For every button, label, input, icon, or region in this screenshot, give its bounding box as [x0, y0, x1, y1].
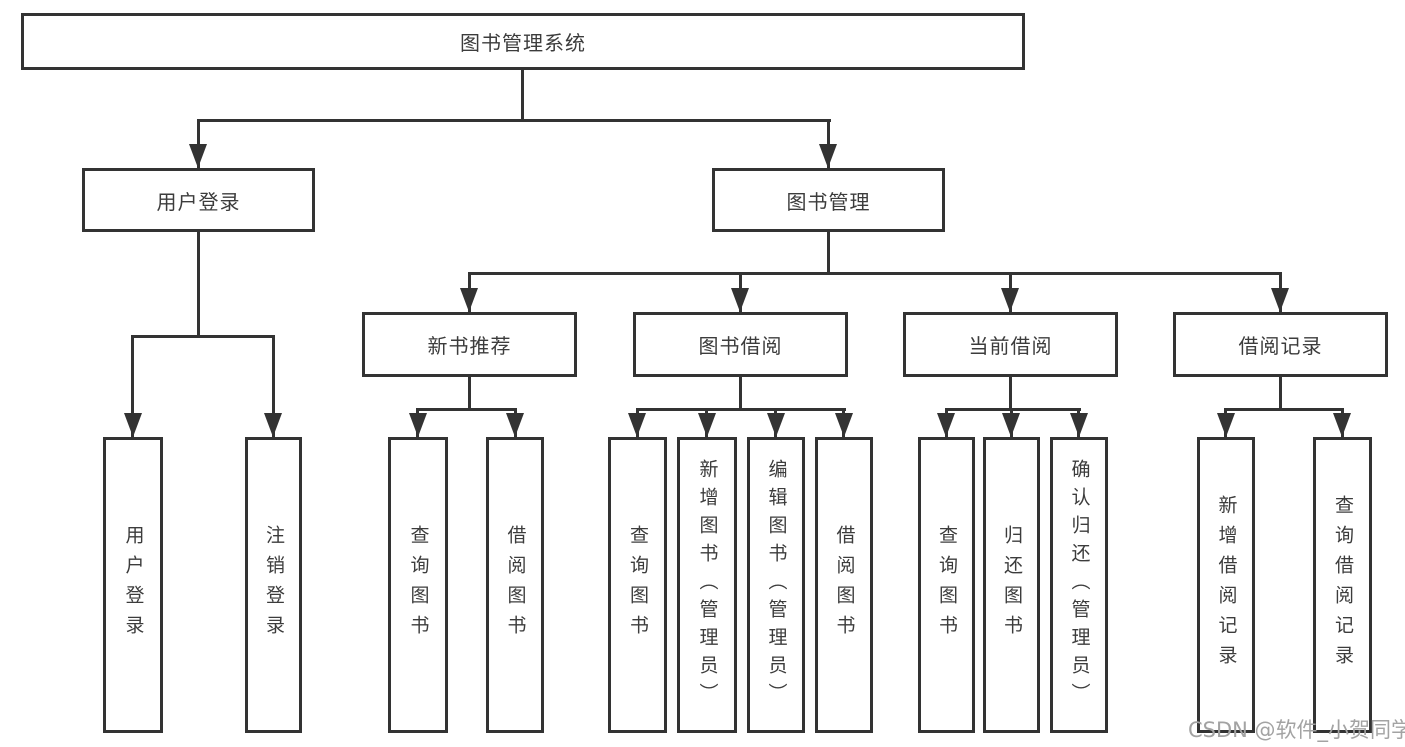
- node-leaf-query-books-borrowing: 查询图书: [608, 437, 667, 733]
- arrowhead-down: [1070, 413, 1088, 437]
- node-leaf-edit-book-admin: 编辑图书（管理员）: [747, 437, 805, 733]
- connector-line: [272, 335, 275, 437]
- connector-line: [945, 408, 1081, 411]
- node-library-management-system: 图书管理系统: [21, 13, 1025, 70]
- arrowhead-down: [628, 413, 646, 437]
- connector-line: [197, 119, 831, 122]
- arrowhead-down: [409, 413, 427, 437]
- connector-line: [197, 119, 200, 168]
- connector-line: [521, 70, 524, 119]
- node-leaf-add-borrow-record: 新增借阅记录: [1197, 437, 1255, 733]
- arrowhead-down: [189, 144, 207, 168]
- node-borrowing-records: 借阅记录: [1173, 312, 1388, 377]
- node-book-management: 图书管理: [712, 168, 945, 232]
- node-leaf-logout: 注销登录: [245, 437, 302, 733]
- node-leaf-user-login: 用户登录: [103, 437, 163, 733]
- arrowhead-down: [937, 413, 955, 437]
- node-leaf-add-book-admin: 新增图书（管理员）: [677, 437, 737, 733]
- node-leaf-return-books: 归还图书: [983, 437, 1040, 733]
- node-leaf-borrow-books: 借阅图书: [815, 437, 873, 733]
- connector-line: [131, 335, 275, 338]
- connector-line: [1009, 377, 1012, 408]
- arrowhead-down: [1333, 413, 1351, 437]
- node-leaf-confirm-return-admin: 确认归还（管理员）: [1050, 437, 1108, 733]
- connector-line: [131, 335, 134, 437]
- arrowhead-down: [264, 413, 282, 437]
- arrowhead-down: [506, 413, 524, 437]
- connector-line: [1224, 408, 1344, 411]
- node-leaf-query-books-recommend: 查询图书: [388, 437, 448, 733]
- connector-line: [636, 408, 846, 411]
- node-book-borrowing: 图书借阅: [633, 312, 848, 377]
- connector-line: [827, 119, 830, 168]
- connector-line: [1279, 377, 1282, 408]
- arrowhead-down: [124, 413, 142, 437]
- arrowhead-down: [698, 413, 716, 437]
- arrowhead-down: [460, 288, 478, 312]
- arrowhead-down: [1002, 413, 1020, 437]
- node-leaf-query-borrow-record: 查询借阅记录: [1313, 437, 1372, 733]
- node-new-book-recommendation: 新书推荐: [362, 312, 577, 377]
- connector-line: [739, 377, 742, 408]
- node-leaf-query-books-current: 查询图书: [918, 437, 975, 733]
- node-user-login: 用户登录: [82, 168, 315, 232]
- connector-line: [468, 377, 471, 408]
- connector-line: [416, 408, 517, 411]
- arrowhead-down: [835, 413, 853, 437]
- node-current-borrowing: 当前借阅: [903, 312, 1118, 377]
- connector-line: [468, 272, 1282, 275]
- arrowhead-down: [819, 144, 837, 168]
- arrowhead-down: [1271, 288, 1289, 312]
- arrowhead-down: [767, 413, 785, 437]
- arrowhead-down: [1217, 413, 1235, 437]
- csdn-watermark: CSDN @软件_小贺同学: [1188, 718, 1405, 742]
- connector-line: [827, 232, 830, 272]
- arrowhead-down: [1001, 288, 1019, 312]
- arrowhead-down: [731, 288, 749, 312]
- connector-line: [197, 232, 200, 335]
- node-leaf-borrow-books-recommend: 借阅图书: [486, 437, 544, 733]
